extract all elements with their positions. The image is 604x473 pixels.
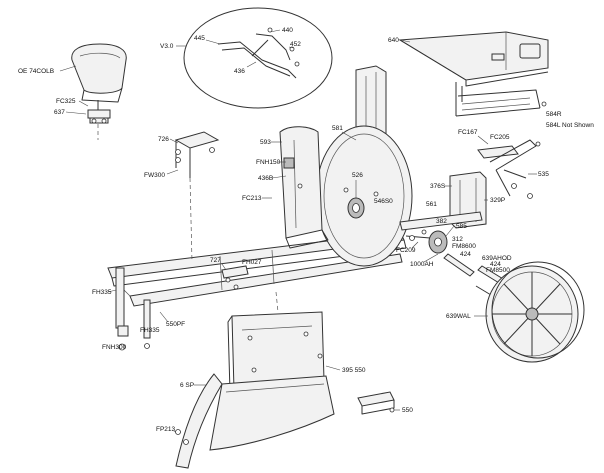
- label-fm8600a: FM8600: [452, 243, 476, 250]
- label-452: 452: [290, 41, 301, 48]
- label-593: 593: [260, 139, 271, 146]
- linkage-detail-circle: [183, 7, 333, 109]
- bracket-584r-part: [455, 82, 547, 117]
- label-fnh300: FNH300: [102, 344, 127, 351]
- drive-sprocket-part: [405, 229, 509, 299]
- label-445: 445: [194, 35, 205, 42]
- label-535: 535: [538, 171, 549, 178]
- label-639ahod: 639AHOD: [482, 255, 512, 262]
- label-546s0: 546S0: [374, 198, 393, 205]
- label-v3-0: V3.0: [160, 43, 174, 50]
- furrow-opener-part: [175, 373, 335, 469]
- label-550pf: 550PF: [166, 321, 185, 328]
- seed-disc-part: [315, 125, 413, 267]
- label-436: 436: [234, 68, 245, 75]
- label-436b: 436B: [258, 175, 273, 182]
- label-584l-not-shown: 584L Not Shown: [546, 122, 594, 129]
- label-640: 640: [388, 37, 399, 44]
- label-561: 561: [426, 201, 437, 208]
- label-584r: 584R: [546, 111, 562, 118]
- label-fc213-mid: FC213: [242, 195, 262, 202]
- hopper-cover-part: [398, 31, 549, 87]
- label-fh027: FH027: [242, 259, 262, 266]
- label-fh335-top: FH335: [92, 289, 112, 296]
- label-fnh150: FNH150: [256, 159, 281, 166]
- label-329p: 329P: [490, 197, 505, 204]
- label-727: 727: [210, 257, 221, 264]
- label-395-550: 395 550: [342, 367, 366, 374]
- label-fc209: FC209: [396, 247, 416, 254]
- axle-bracket-part: [399, 171, 487, 231]
- label-550: 550: [402, 407, 413, 414]
- label-fc325: FC325: [56, 98, 76, 105]
- label-fp213: FP213: [156, 426, 176, 433]
- label-639wal: 639WAL: [446, 313, 471, 320]
- drive-wheel-part: [485, 261, 585, 363]
- label-726: 726: [158, 136, 169, 143]
- label-6-sp: 6 SP: [180, 382, 194, 389]
- label-424: 424: [460, 251, 471, 258]
- label-312: 312: [452, 236, 463, 243]
- label-440: 440: [282, 27, 293, 34]
- label-585: 585: [456, 223, 467, 230]
- shield-plate-part: [227, 291, 325, 393]
- bracket-726-part: [174, 131, 220, 263]
- label-376s: 376S: [430, 183, 446, 190]
- label-fc167: FC167: [458, 129, 478, 136]
- label-fh335-bot: FH335: [140, 327, 160, 334]
- hopper-box-part: [279, 126, 329, 249]
- label-oe-74colb: OE 74COLB: [18, 68, 54, 75]
- seat-part: [71, 43, 127, 140]
- bracket-550-part: [357, 391, 395, 415]
- label-fm8500: FM8500: [486, 267, 510, 274]
- drive-arm-part: [477, 139, 541, 199]
- label-382: 382: [436, 218, 447, 225]
- label-1000ah: 1000AH: [410, 261, 434, 268]
- label-637: 637: [54, 109, 65, 116]
- label-fw300-top: FW300: [144, 172, 165, 179]
- clamp-fh027-part: [221, 265, 249, 283]
- label-424b: 424: [490, 261, 501, 268]
- label-526: 526: [352, 172, 363, 179]
- label-581: 581: [332, 125, 343, 132]
- label-fc205: FC205: [490, 134, 510, 141]
